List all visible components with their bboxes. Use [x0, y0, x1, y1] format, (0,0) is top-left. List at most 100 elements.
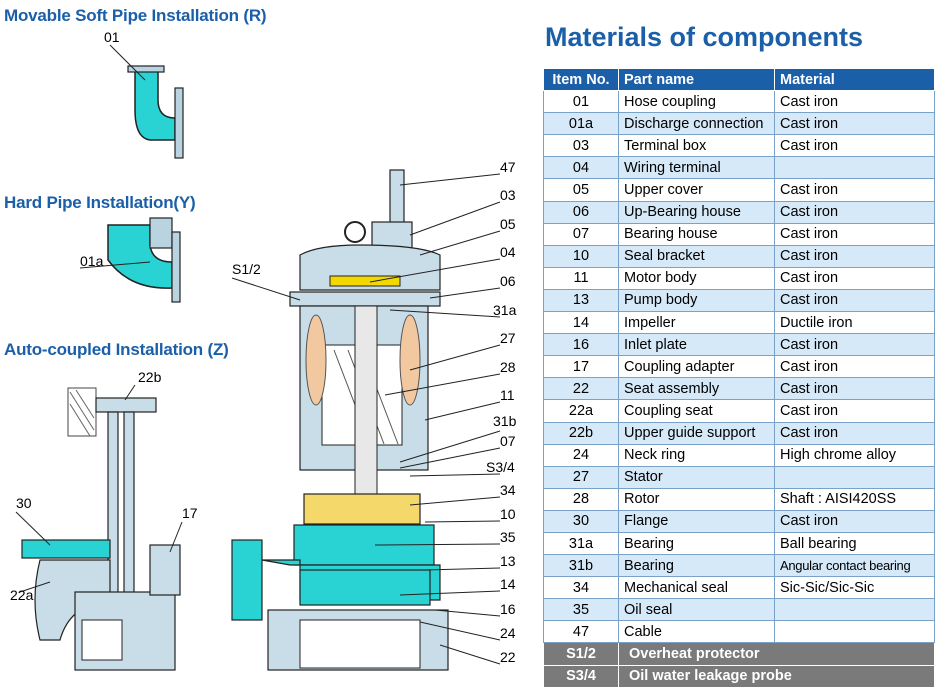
callout-24: 24 — [500, 625, 516, 641]
item-no-cell: 31a — [543, 531, 619, 556]
part-name-cell: Cable — [618, 620, 775, 644]
part-name-cell: Terminal box — [618, 134, 775, 158]
header-part-name: Part name — [618, 67, 775, 92]
heading-auto-coupled-installation: Auto-coupled Installation (Z) — [4, 340, 229, 359]
material-cell: Cast iron — [774, 222, 935, 246]
part-name-cell: Wiring terminal — [618, 156, 775, 180]
part-name-cell: Mechanical seal — [618, 576, 775, 600]
part-name-cell: Inlet plate — [618, 333, 775, 357]
material-cell: Cast iron — [774, 355, 935, 379]
item-no-cell: 04 — [543, 156, 619, 180]
material-cell: Cast iron — [774, 509, 935, 533]
material-cell: Cast iron — [774, 377, 935, 401]
material-cell: Cast iron — [774, 112, 935, 136]
callout-11: 11 — [500, 387, 515, 403]
callout-13: 13 — [500, 553, 516, 569]
item-no-cell: 01 — [543, 90, 619, 114]
material-cell: Ductile iron — [774, 311, 935, 335]
item-no-cell: 03 — [543, 134, 619, 158]
part-name-cell: Overheat protector — [618, 642, 935, 666]
material-cell — [774, 465, 935, 489]
callout-34: 34 — [500, 482, 516, 498]
part-name-cell: Upper guide support — [618, 421, 775, 445]
callout-22b: 22b — [138, 369, 162, 385]
callout-01: 01 — [104, 29, 120, 45]
callout-14: 14 — [500, 576, 516, 592]
header-item-no: Item No. — [543, 67, 619, 92]
item-no-cell: 16 — [543, 333, 619, 357]
item-no-cell: 31b — [543, 554, 619, 578]
material-cell: Sic-Sic/Sic-Sic — [774, 576, 935, 600]
item-no-cell: 07 — [543, 222, 619, 246]
callout-22: 22 — [500, 649, 516, 665]
callout-27: 27 — [500, 330, 516, 346]
part-name-cell: Discharge connection — [618, 112, 775, 136]
material-cell: Cast iron — [774, 244, 935, 268]
part-name-cell: Stator — [618, 465, 775, 489]
auto-coupled-drawing — [21, 387, 181, 671]
material-cell: Ball bearing — [774, 531, 935, 556]
item-no-cell: 13 — [543, 288, 619, 313]
part-name-cell: Hose coupling — [618, 90, 775, 114]
material-cell: Shaft : AISI420SS — [774, 487, 935, 511]
callout-06: 06 — [500, 273, 516, 289]
part-name-cell: Bearing — [618, 554, 775, 578]
material-cell: Cast iron — [774, 134, 935, 158]
item-no-cell: 01a — [543, 112, 619, 136]
callout-31a: 31a — [493, 302, 517, 318]
material-cell: Cast iron — [774, 200, 935, 224]
part-name-cell: Bearing — [618, 531, 775, 556]
item-no-cell: S1/2 — [543, 642, 619, 666]
item-no-cell: 05 — [543, 178, 619, 202]
part-name-cell: Seal bracket — [618, 244, 775, 268]
material-cell: High chrome alloy — [774, 443, 935, 467]
material-cell: Cast iron — [774, 266, 935, 290]
callout-07: 07 — [500, 433, 516, 449]
material-cell — [774, 598, 935, 622]
material-cell: Cast iron — [774, 333, 935, 357]
part-name-cell: Oil seal — [618, 598, 775, 622]
callout-35: 35 — [500, 529, 516, 545]
callout-s1-2: S1/2 — [232, 261, 261, 277]
part-name-cell: Upper cover — [618, 178, 775, 202]
callout-31b: 31b — [493, 413, 517, 429]
item-no-cell: 17 — [543, 355, 619, 379]
callout-22a: 22a — [10, 587, 34, 603]
material-cell: Cast iron — [774, 421, 935, 445]
material-cell: Angular contact bearing — [774, 554, 935, 578]
material-cell: Cast iron — [774, 399, 935, 423]
item-no-cell: 35 — [543, 598, 619, 622]
discharge-connection-drawing — [107, 217, 181, 303]
hose-coupling-drawing — [127, 65, 184, 159]
header-material: Material — [774, 67, 935, 92]
heading-hard-pipe-installation: Hard Pipe Installation(Y) — [4, 193, 196, 212]
item-no-cell: S3/4 — [543, 664, 619, 688]
material-cell: Cast iron — [774, 178, 935, 202]
part-name-cell: Coupling adapter — [618, 355, 775, 379]
part-name-cell: Seat assembly — [618, 377, 775, 401]
material-cell: Cast iron — [774, 90, 935, 114]
item-no-cell: 28 — [543, 487, 619, 511]
callout-30: 30 — [16, 495, 32, 511]
item-no-cell: 06 — [543, 200, 619, 224]
